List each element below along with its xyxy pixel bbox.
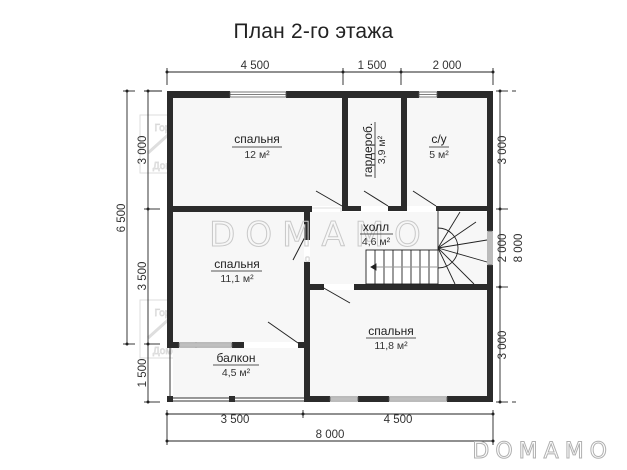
room-area-bathroom: 5 м²	[429, 149, 449, 161]
room-area-hall: 4,6 м²	[362, 236, 391, 248]
dim-left-1: 3 000	[137, 136, 149, 165]
brand-logo: DOMAMO	[472, 439, 613, 465]
room-name-bedroom-2: спальня	[214, 257, 260, 271]
room-name-balcony: балкон	[217, 351, 256, 365]
walls	[167, 91, 493, 402]
dimension-ticks	[125, 70, 502, 443]
room-area-bedroom-1: 12 м²	[244, 149, 270, 161]
room-area-wardrobe: 3,9 м²	[376, 135, 388, 164]
dim-bottom-total: 8 000	[316, 429, 345, 441]
room-labels: спальня 12 м² гардероб. 3,9 м² с/у 5 м² …	[211, 122, 449, 379]
room-name-bathroom: с/у	[431, 132, 446, 146]
room-name-bedroom-3: спальня	[368, 324, 414, 338]
dim-right-1: 3 000	[497, 136, 509, 165]
dim-right-total: 8 000	[513, 234, 525, 263]
windows	[178, 91, 493, 402]
room-area-bedroom-3: 11,8 м²	[374, 340, 408, 352]
dim-bottom-2: 4 500	[384, 414, 413, 426]
dimension-labels: 4 500 1 500 2 000 3 500 4 500 8 000 3 00…	[116, 60, 525, 441]
room-name-hall: холл	[363, 220, 389, 234]
dim-right-3: 3 000	[497, 331, 509, 360]
watermark-center: DOMAMO	[209, 215, 431, 255]
dim-left-3: 1 500	[137, 359, 149, 388]
room-name-bedroom-1: спальня	[234, 132, 280, 146]
dim-top-3: 2 000	[433, 60, 462, 72]
svg-text:Домов: Домов	[153, 346, 183, 357]
room-area-bedroom-2: 11,1 м²	[220, 273, 254, 285]
dim-top-1: 4 500	[241, 60, 270, 72]
dim-bottom-1: 3 500	[221, 414, 250, 426]
room-area-balcony: 4,5 м²	[222, 367, 251, 379]
dim-left-2: 3 500	[137, 262, 149, 291]
dim-left-total: 6 500	[116, 204, 128, 233]
door-swings	[267, 190, 437, 344]
balcony-railing	[169, 348, 304, 402]
plan-title: План 2-го этажа	[233, 20, 394, 43]
staircase	[365, 211, 488, 285]
dim-right-2: 2 000	[497, 234, 509, 263]
dim-top-2: 1 500	[358, 60, 387, 72]
room-name-wardrobe: гардероб.	[361, 123, 375, 177]
